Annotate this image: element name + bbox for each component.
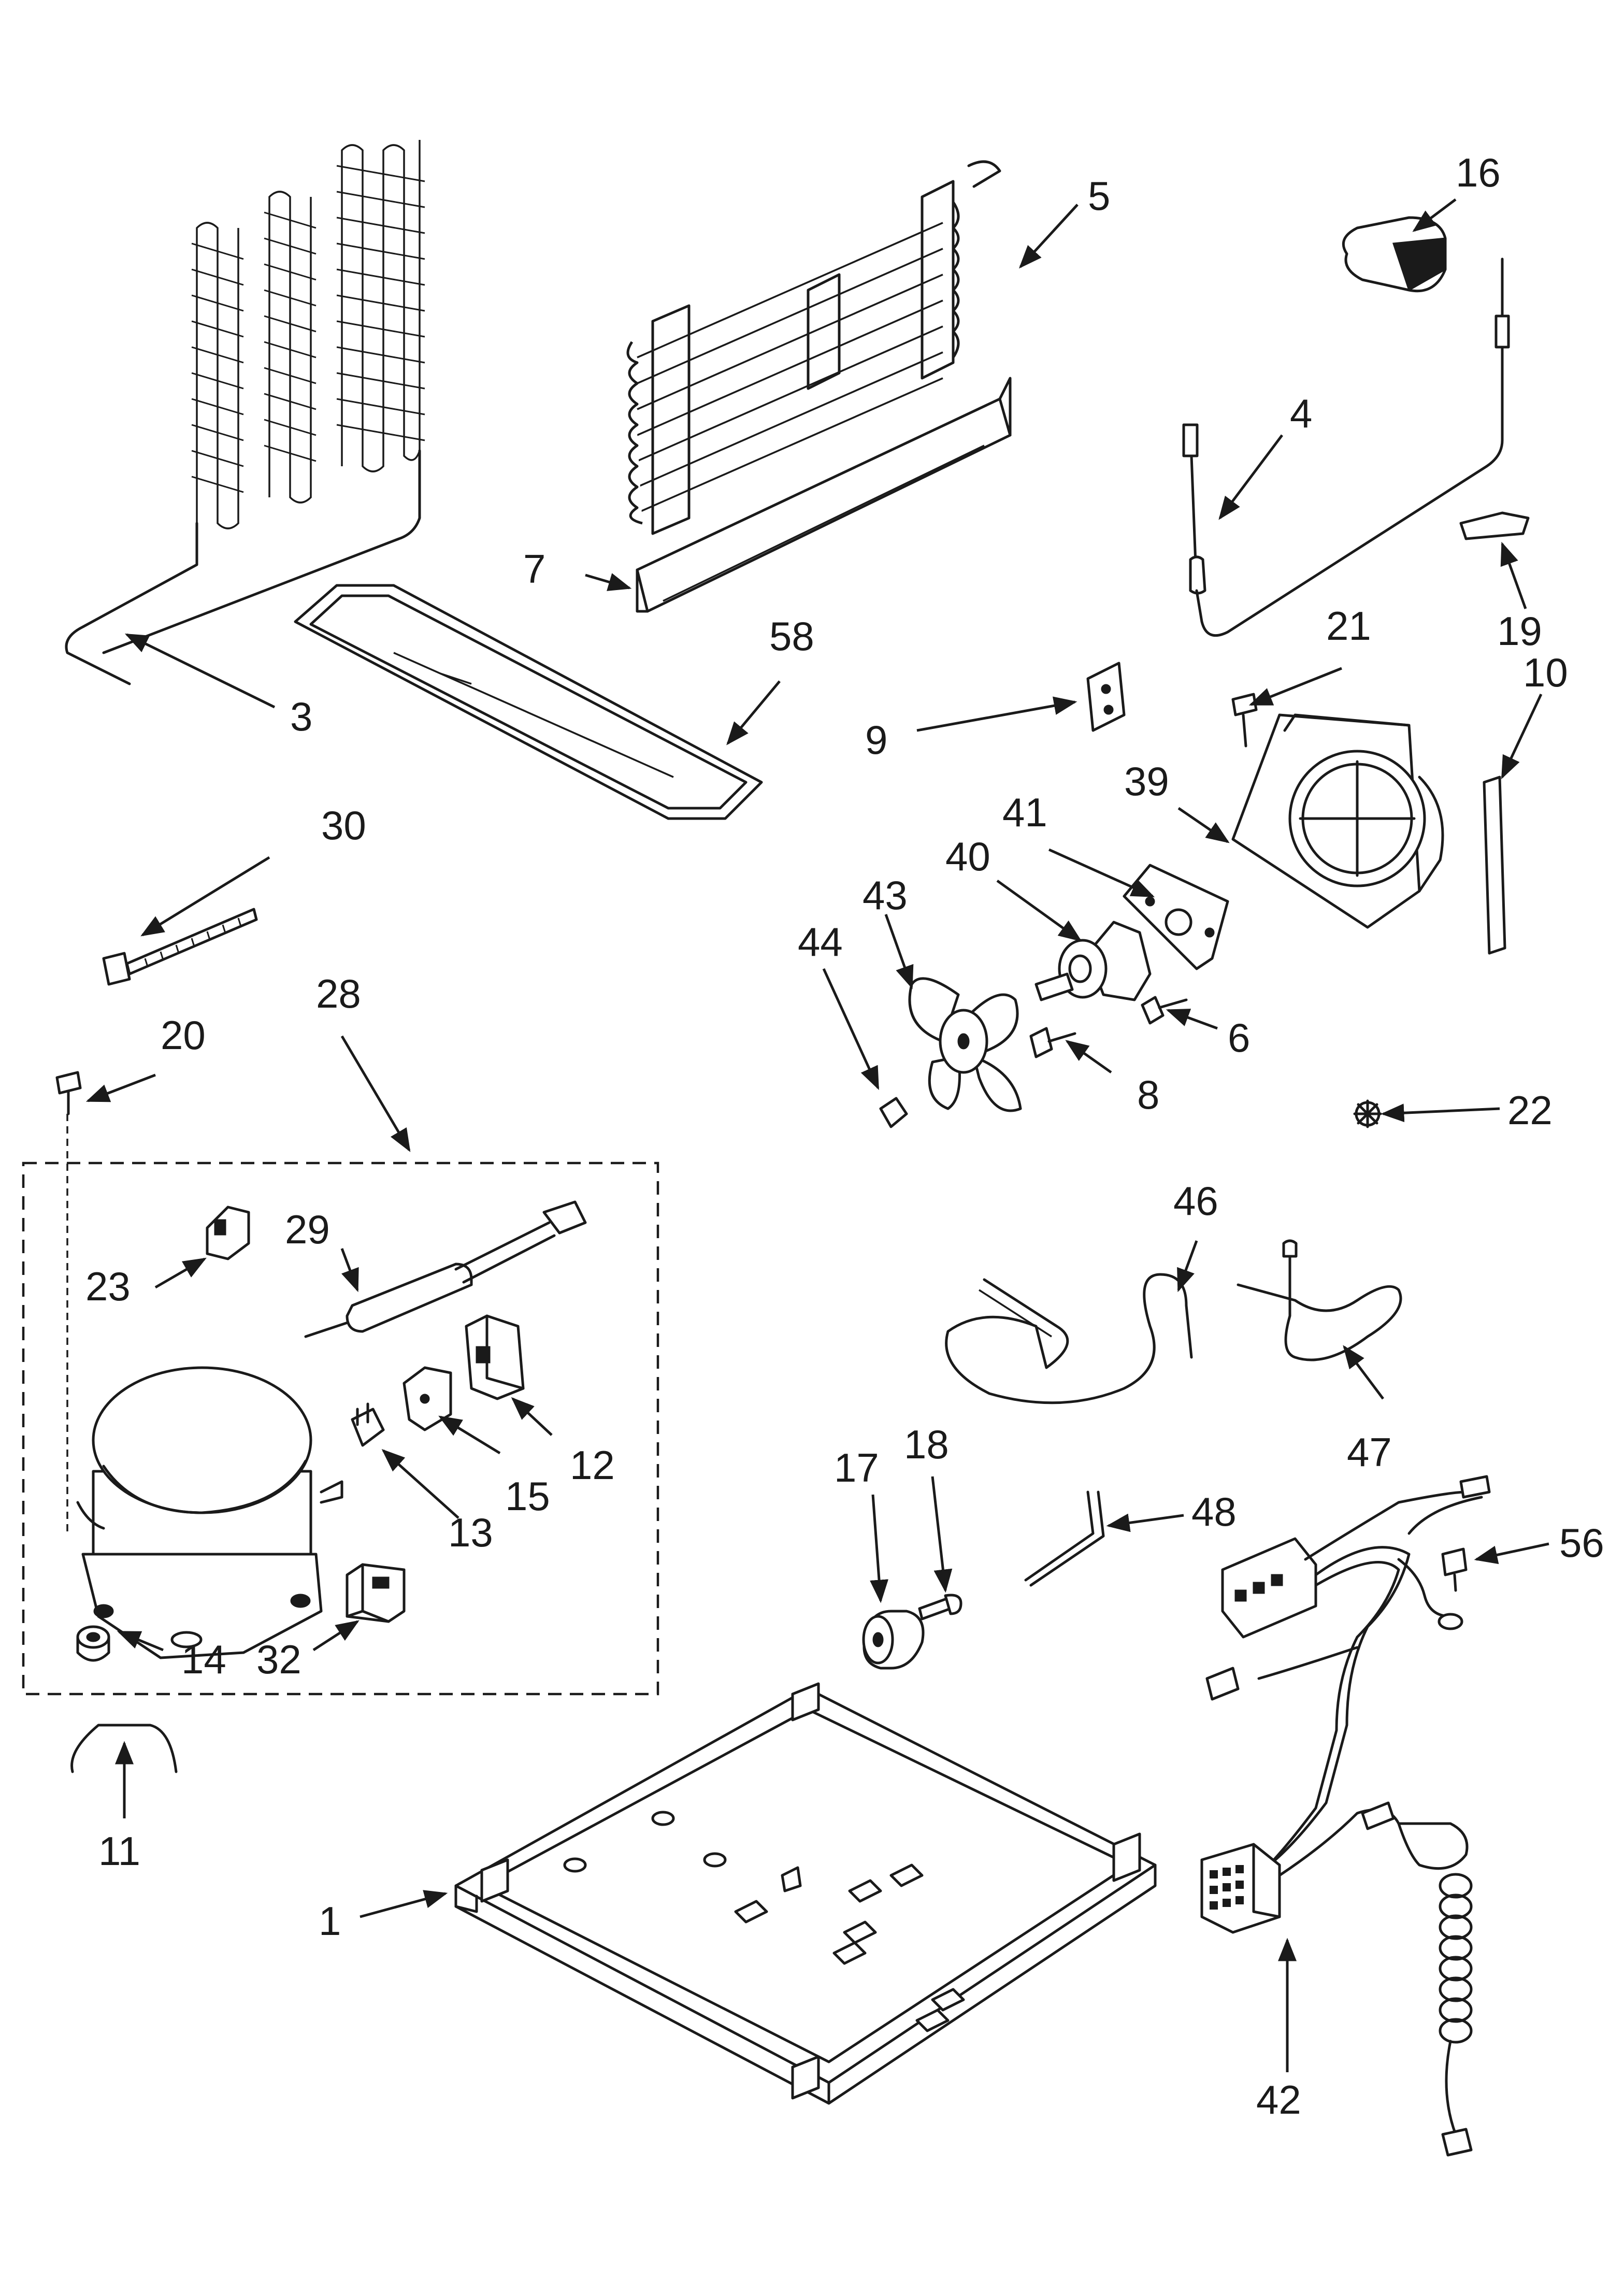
- callout-5: 5: [1088, 173, 1110, 219]
- callout-39: 39: [1124, 758, 1169, 804]
- callout-8: 8: [1137, 1072, 1159, 1117]
- callout-14: 14: [181, 1637, 226, 1682]
- part-42-wire-harness: [1200, 1475, 1491, 2157]
- part-22-nut: [1353, 1099, 1382, 1128]
- callout-28: 28: [316, 971, 361, 1016]
- callout-23: 23: [85, 1264, 131, 1309]
- part-44-clip: [879, 1097, 908, 1128]
- callout-47: 47: [1347, 1429, 1392, 1475]
- callout-58: 58: [769, 613, 814, 659]
- callout-41: 41: [1002, 790, 1047, 835]
- part-4-thermistor: [1182, 257, 1510, 637]
- part-29-drier: [304, 1200, 587, 1338]
- callout-3: 3: [290, 694, 312, 739]
- part-1-base-frame: [454, 1682, 1157, 2105]
- part-11-clip: [70, 1724, 178, 1773]
- part-58-drain-pan: [294, 584, 763, 820]
- callout-30: 30: [321, 802, 366, 848]
- part-46-tube: [945, 1273, 1193, 1404]
- part-5-evaporator: [626, 160, 1012, 613]
- callout-56: 56: [1559, 1520, 1604, 1566]
- part-14-grommet: [76, 1625, 110, 1662]
- callout-11: 11: [98, 1828, 140, 1874]
- callout-16: 16: [1456, 150, 1501, 195]
- callout-1: 1: [319, 1898, 341, 1944]
- callout-32: 32: [256, 1637, 301, 1682]
- callout-labels: 3 5 16 4 7 58 19 21 10 9 39 41 40 43 44 …: [85, 150, 1604, 2122]
- part-8-screw: [1029, 1027, 1076, 1058]
- part-17-wheel: [862, 1610, 925, 1670]
- part-43-fan-blade: [908, 977, 1022, 1112]
- callout-22: 22: [1507, 1087, 1553, 1133]
- part-16-cover: [1342, 216, 1447, 293]
- part-12-overload: [465, 1314, 525, 1400]
- part-3-condenser: [65, 140, 425, 685]
- callout-12: 12: [570, 1442, 615, 1488]
- part-19-clip: [1459, 511, 1530, 540]
- part-15-start-device: [403, 1366, 452, 1431]
- part-20-screw: [55, 1071, 82, 1533]
- callout-44: 44: [798, 919, 843, 965]
- part-56-screw: [1441, 1547, 1468, 1592]
- callout-19: 19: [1497, 608, 1542, 654]
- callout-15: 15: [505, 1473, 550, 1519]
- part-30-tie-wrap: [102, 908, 258, 986]
- part-32-capacitor: [346, 1563, 406, 1623]
- part-13-terminal: [351, 1402, 385, 1447]
- callout-43: 43: [863, 872, 908, 918]
- callout-20: 20: [161, 1012, 206, 1058]
- callout-42: 42: [1256, 2077, 1301, 2122]
- part-10-strip: [1483, 776, 1506, 955]
- callout-17: 17: [834, 1445, 879, 1490]
- callout-21: 21: [1326, 603, 1371, 649]
- part-18-axle: [918, 1594, 962, 1620]
- part-23-relay: [206, 1206, 250, 1260]
- compressor: [76, 1366, 343, 1659]
- callout-40: 40: [945, 834, 990, 879]
- part-6-screw: [1141, 996, 1188, 1025]
- callout-6: 6: [1228, 1015, 1250, 1060]
- callout-13: 13: [448, 1510, 493, 1555]
- callout-29: 29: [285, 1207, 330, 1252]
- leader-lines: [85, 198, 1549, 2072]
- part-47-tube: [1237, 1239, 1402, 1361]
- part-28-kit-boundary: [22, 1161, 659, 1696]
- callout-46: 46: [1173, 1178, 1218, 1224]
- callout-7: 7: [523, 546, 545, 592]
- part-9-bracket: [1086, 662, 1126, 732]
- part-40-fan-motor: [1034, 921, 1152, 1001]
- callout-18: 18: [904, 1422, 949, 1467]
- part-21-screw: [1231, 693, 1258, 748]
- part-48-tube: [1024, 1490, 1105, 1587]
- callout-48: 48: [1191, 1489, 1237, 1534]
- part-39-fan-shroud: [1231, 713, 1444, 929]
- callout-4: 4: [1290, 391, 1312, 436]
- callout-9: 9: [865, 717, 887, 763]
- callout-10: 10: [1523, 650, 1568, 695]
